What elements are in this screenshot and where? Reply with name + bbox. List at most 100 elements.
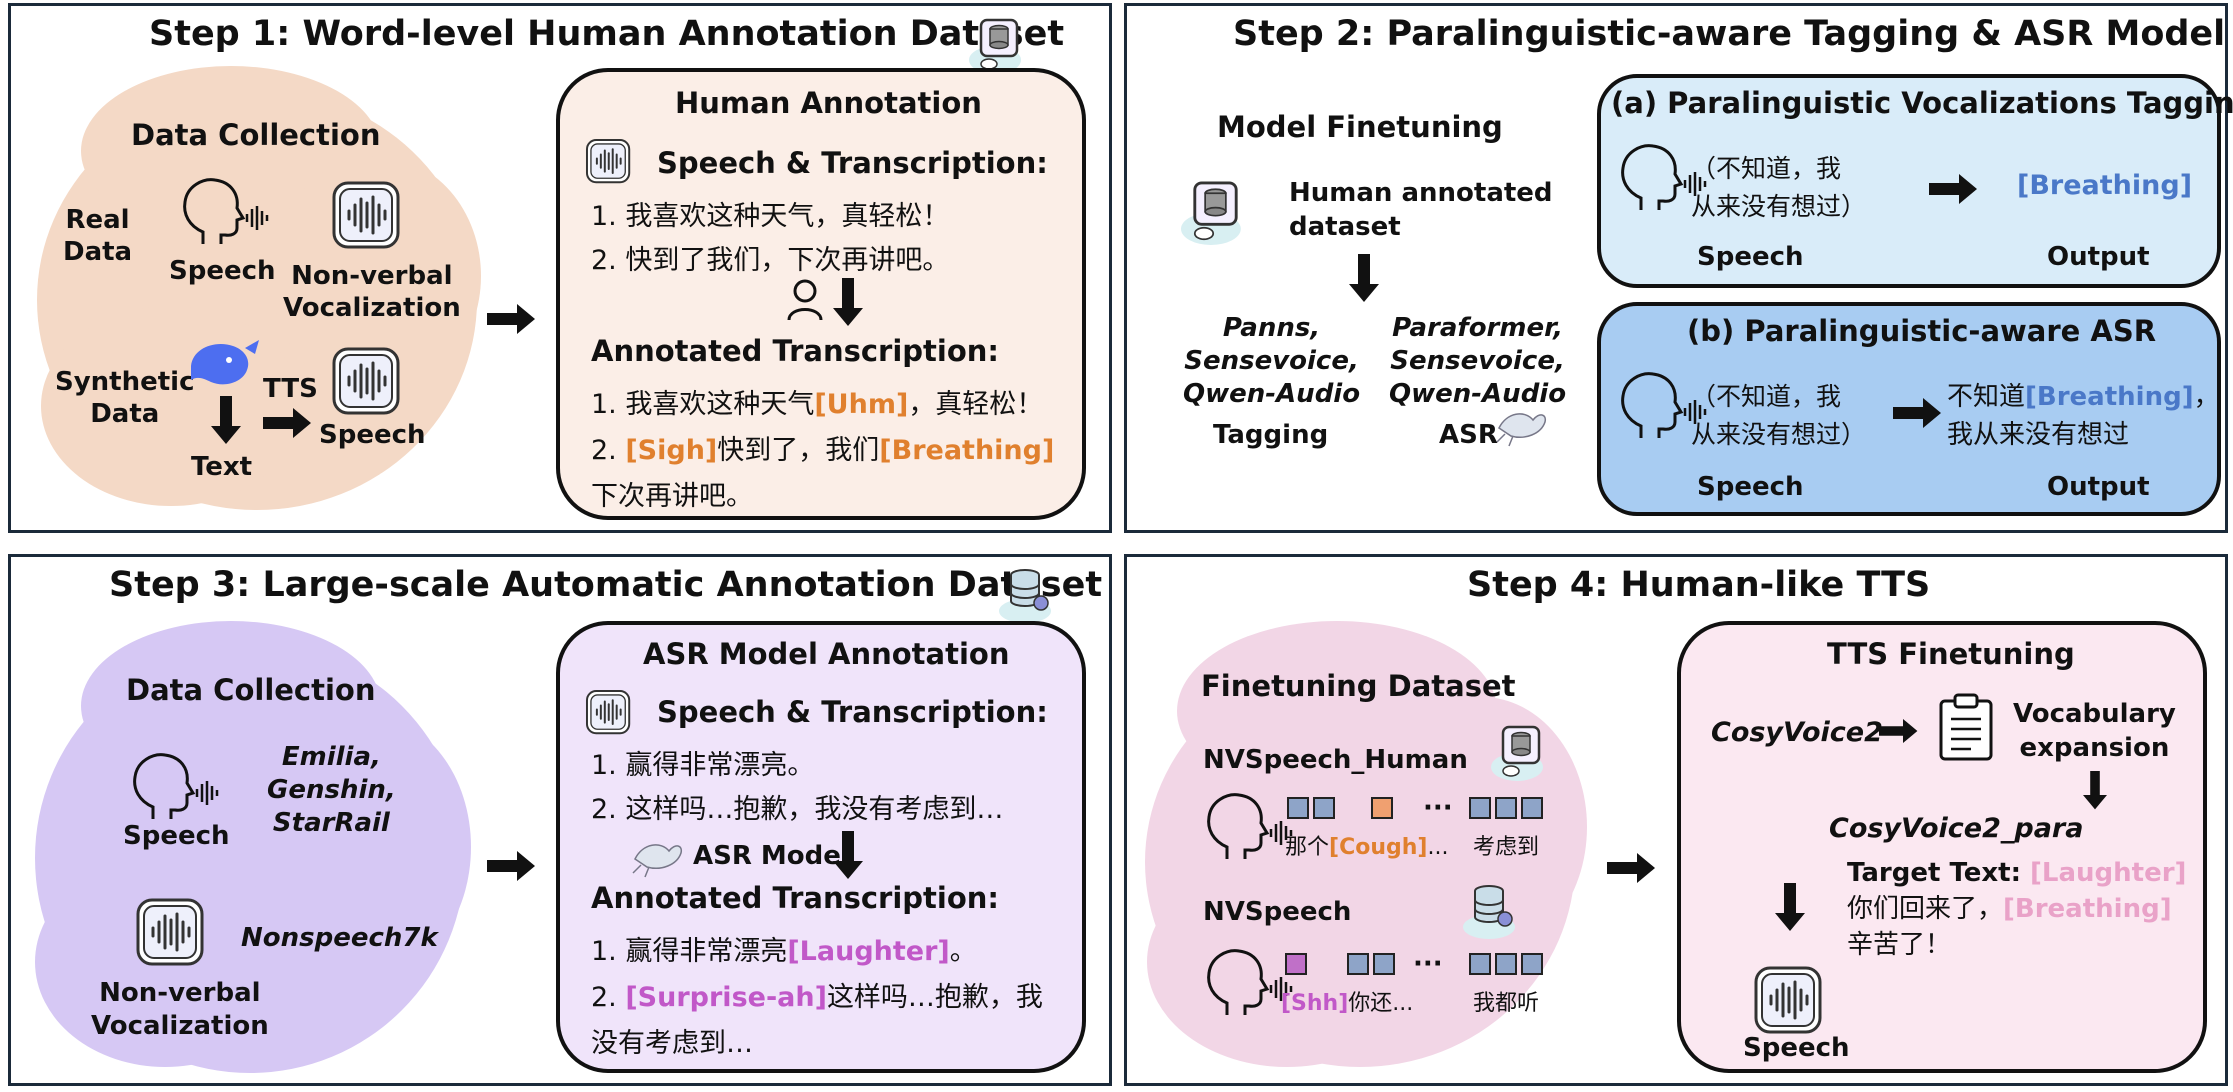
synthetic-data-label: Synthetic Data <box>55 367 195 429</box>
step2-panel: Step 2: Paralinguistic-aware Tagging & A… <box>1124 3 2233 533</box>
token-square <box>1285 953 1307 975</box>
waveform-icon <box>1754 966 1822 1034</box>
tag-laughter: [Laughter] <box>787 936 950 967</box>
asr-annotation-title: ASR Model Annotation <box>643 637 1010 671</box>
nvspeech-label: NVSpeech <box>1203 897 1352 927</box>
tag-breathing: [Breathing] <box>2003 894 2172 924</box>
model-finetuning-label: Model Finetuning <box>1217 110 1503 144</box>
tag-breathing: [Breathing] <box>879 435 1055 466</box>
arrow-down-icon <box>2083 771 2107 810</box>
asr-label: ASR <box>1439 420 1498 450</box>
human-annotation-title: Human Annotation <box>675 86 982 120</box>
asr-models-label: Paraformer, Sensevoice, Qwen-Audio <box>1389 313 1567 409</box>
speech-label: Speech <box>1697 472 1804 502</box>
real-data-label: Real Data <box>63 205 133 267</box>
input-text: （不知道，我 从来没有想过） <box>1691 382 1867 449</box>
asr-model-label: ASR Model <box>693 841 850 871</box>
transcription-line: 2. 快到了我们，下次再讲吧。 <box>591 245 950 276</box>
waveform-icon <box>585 689 631 735</box>
arrow-down-icon <box>833 831 863 879</box>
waveform-icon <box>332 347 400 415</box>
sources-label: Emilia, Genshin, StarRail <box>267 742 396 838</box>
token-text: 我都听 <box>1473 991 1540 1016</box>
asr-box-title: (b) Paralinguistic-aware ASR <box>1687 314 2157 348</box>
step3-title: Step 3: Large-scale Automatic Annotation… <box>109 565 1103 605</box>
token-square <box>1347 953 1369 975</box>
arrow-down-icon <box>833 278 863 326</box>
speech-label: Speech <box>1743 1033 1850 1063</box>
asr-annotation-box <box>556 621 1086 1073</box>
step3-panel: Step 3: Large-scale Automatic Annotation… <box>8 554 1112 1086</box>
tts-finetuning-title: TTS Finetuning <box>1827 637 2075 671</box>
arrow-right-icon <box>263 408 311 438</box>
input-text: （不知道，我 从来没有想过） <box>1691 154 1867 221</box>
vocabulary-expansion-label: Vocabulary expansion <box>2013 699 2176 763</box>
tagging-box-title: (a) Paralinguistic Vocalizations Tagging <box>1611 86 2233 120</box>
whale-logo-icon <box>191 340 259 385</box>
nv-human-label: NVSpeech_Human <box>1203 745 1468 775</box>
head-speaking-icon <box>133 753 219 821</box>
token-text: [Shh]你还... <box>1281 991 1414 1016</box>
tag-surprise-ah: [Surprise-ah] <box>625 982 827 1013</box>
annotated-line: 没有考虑到… <box>591 1028 753 1059</box>
token-text: 考虑到 <box>1473 835 1540 860</box>
token-square <box>1495 953 1517 975</box>
bird-icon <box>632 844 683 878</box>
head-speaking-icon <box>1207 793 1293 861</box>
finetuning-dataset-title: Finetuning Dataset <box>1201 669 1516 703</box>
annotated-line: 2. [Surprise-ah]这样吗…抱歉，我 <box>591 982 1043 1013</box>
tag-sigh: [Sigh] <box>625 435 718 466</box>
arrow-right-icon <box>1879 719 1918 743</box>
waveform-icon <box>136 898 204 966</box>
tts-label: TTS <box>263 374 318 404</box>
token-square <box>1521 953 1543 975</box>
transcription-line: 1. 赢得非常漂亮。 <box>591 750 815 781</box>
token-square <box>1469 953 1491 975</box>
cosyvoice2-para-label: CosyVoice2_para <box>1829 813 2084 844</box>
arrow-right-icon <box>487 851 535 881</box>
annotated-line: 1. 赢得非常漂亮[Laughter]。 <box>591 936 977 967</box>
tagging-label: Tagging <box>1213 420 1329 450</box>
database-icon <box>1489 725 1545 783</box>
clipboard-icon <box>1939 693 1993 761</box>
tagging-models-label: Panns, Sensevoice, Qwen-Audio <box>1183 313 1361 409</box>
tag-breathing: [Breathing] <box>2025 382 2194 412</box>
waveform-icon <box>585 138 631 184</box>
arrow-down-icon <box>1349 254 1379 302</box>
database-icon <box>967 18 1023 76</box>
token-square <box>1373 953 1395 975</box>
text-label: Text <box>191 452 253 482</box>
tag-shh: [Shh] <box>1281 991 1349 1016</box>
transcription-line: 2. 这样吗…抱歉，我没有考虑到… <box>591 794 1004 825</box>
ellipsis: ··· <box>1423 793 1453 823</box>
arrow-down-icon <box>211 396 241 444</box>
waveform-icon <box>332 181 400 249</box>
output-tag: [Breathing] <box>2017 170 2193 201</box>
human-annotation-box <box>556 68 1086 520</box>
arrow-right-icon <box>1929 174 1977 204</box>
head-speaking-icon <box>183 178 269 246</box>
annotator-person-icon <box>787 279 823 321</box>
output-label: Output <box>2047 242 2150 272</box>
database-gear-icon <box>998 569 1052 624</box>
bird-icon <box>1496 413 1547 447</box>
speech-label: Speech <box>319 420 426 450</box>
arrow-right-icon <box>1607 853 1655 883</box>
token-text: 那个[Cough]... <box>1285 835 1449 860</box>
speech-label: Speech <box>1697 242 1804 272</box>
transcription-line: 1. 我喜欢这种天气，真轻松！ <box>591 201 950 232</box>
step2-title: Step 2: Paralinguistic-aware Tagging & A… <box>1233 14 2226 54</box>
data-collection-title: Data Collection <box>131 118 381 152</box>
speech-label: Speech <box>169 256 276 286</box>
tag-cough: [Cough] <box>1329 835 1428 860</box>
token-square <box>1313 797 1335 819</box>
arrow-right-icon <box>487 304 535 334</box>
output-label: Output <box>2047 472 2150 502</box>
nonspeech-label: Nonspeech7k <box>241 923 438 953</box>
human-dataset-label: Human annotated dataset <box>1289 178 1553 242</box>
target-text: Target Text: [Laughter] 你们回来了，[Breathing… <box>1847 858 2187 960</box>
cosyvoice2-label: CosyVoice2 <box>1711 717 1883 748</box>
nonverbal-label: Non-verbal Vocalization <box>91 978 269 1041</box>
step4-title: Step 4: Human-like TTS <box>1467 565 1931 605</box>
arrow-right-icon <box>1893 398 1941 428</box>
